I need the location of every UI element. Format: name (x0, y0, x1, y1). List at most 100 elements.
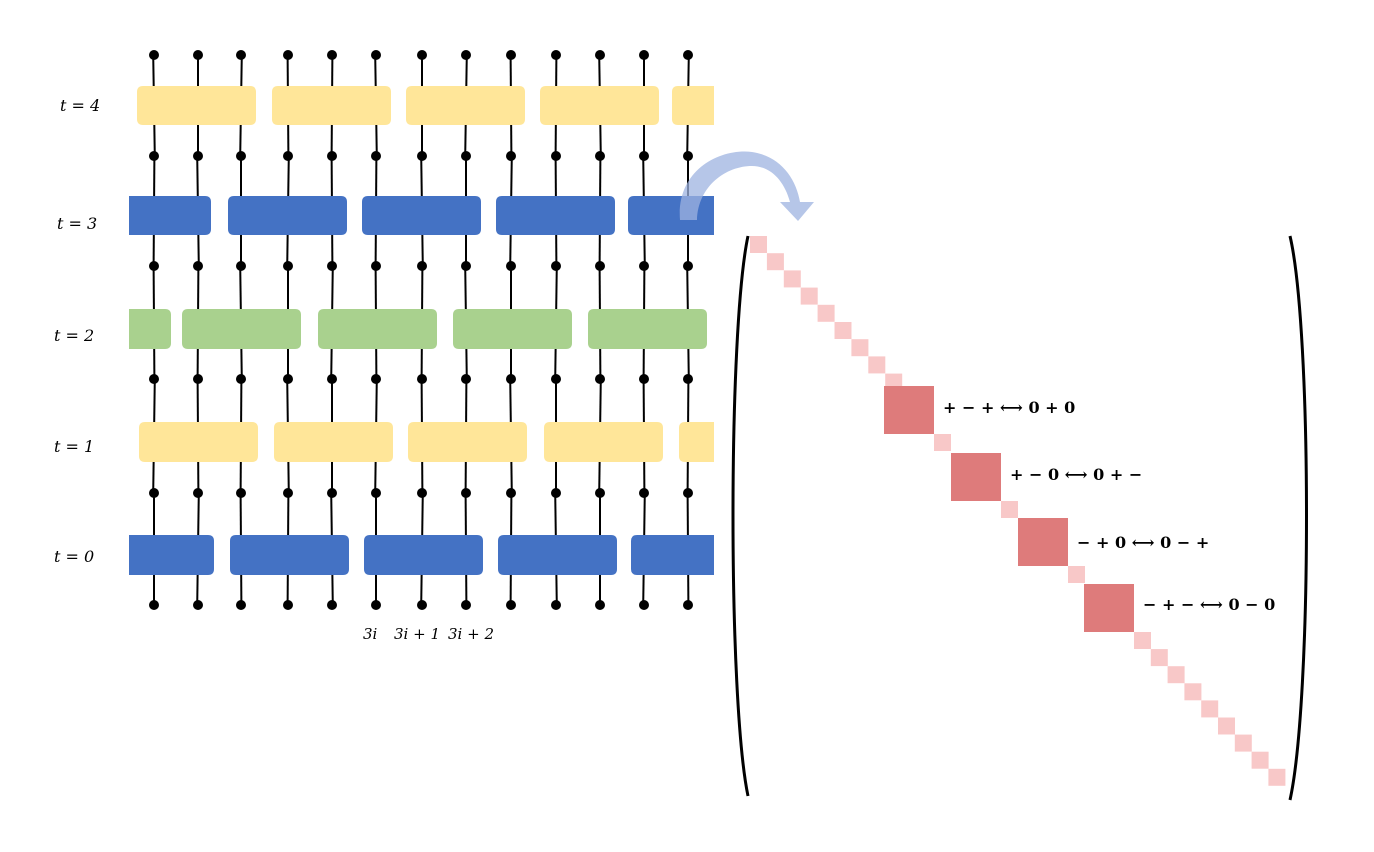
gate-block (274, 422, 393, 462)
node-dot (595, 261, 605, 271)
node-dot (595, 488, 605, 498)
gate-block (318, 309, 437, 349)
node-dot (149, 261, 159, 271)
big-block (1018, 518, 1068, 566)
zoom-arrow (679, 151, 814, 221)
block-label-4: − + − ⟷ 0 − 0 (1143, 595, 1275, 614)
node-dot (149, 488, 159, 498)
gate-block (182, 309, 301, 349)
node-dot (595, 50, 605, 60)
node-dot (236, 488, 246, 498)
node-dot (236, 600, 246, 610)
time-label-3: t = 3 (57, 214, 97, 233)
node-dot (551, 488, 561, 498)
node-dot (371, 261, 381, 271)
node-dot (371, 600, 381, 610)
node-dot (595, 374, 605, 384)
small-block (868, 356, 886, 374)
node-dot (461, 600, 471, 610)
gate-block (129, 535, 214, 575)
gate-block (406, 86, 525, 125)
small-block (1251, 751, 1269, 769)
node-dot (683, 151, 693, 161)
node-dot (149, 50, 159, 60)
gate-block (272, 86, 391, 125)
node-dot (551, 261, 561, 271)
node-dot (149, 600, 159, 610)
gate-block (364, 535, 483, 575)
node-dot (327, 488, 337, 498)
node-dot (417, 151, 427, 161)
node-dot (371, 50, 381, 60)
small-block (750, 236, 767, 253)
time-label-1: t = 1 (54, 437, 94, 456)
small-block (817, 304, 835, 322)
small-block (834, 322, 852, 339)
node-dot (193, 261, 203, 271)
node-dot (417, 50, 427, 60)
node-dot (327, 151, 337, 161)
small-block (1150, 649, 1168, 667)
node-dot (193, 600, 203, 610)
big-block (1084, 584, 1134, 632)
node-dot (236, 50, 246, 60)
big-block (884, 386, 934, 434)
diagonal-blocks (750, 236, 1286, 786)
time-labels: t = 4 t = 3 t = 2 t = 1 t = 0 (54, 96, 100, 566)
brickwork-circuit (129, 50, 714, 610)
node-dot (283, 488, 293, 498)
node-dot (683, 261, 693, 271)
node-dot (417, 488, 427, 498)
node-dot (551, 374, 561, 384)
small-block (1167, 666, 1185, 684)
node-dot (236, 151, 246, 161)
node-dot (283, 374, 293, 384)
block-label-2: + − 0 ⟷ 0 + − (1010, 465, 1142, 484)
small-block (1201, 700, 1219, 718)
gate-block (453, 309, 572, 349)
gate-block (228, 196, 347, 235)
time-label-4: t = 4 (60, 96, 100, 115)
node-dot (683, 50, 693, 60)
gate-block (628, 196, 714, 235)
gate-block (362, 196, 481, 235)
gate-block (496, 196, 615, 235)
node-dot (327, 50, 337, 60)
left-bracket (731, 235, 750, 797)
circuit-nodes (149, 50, 693, 610)
gate-block (631, 535, 714, 575)
node-dot (639, 261, 649, 271)
site-labels: 3i 3i + 1 3i + 2 (363, 625, 494, 643)
small-block (800, 287, 818, 305)
node-dot (506, 261, 516, 271)
node-dot (551, 50, 561, 60)
small-block (1134, 632, 1151, 649)
node-dot (506, 374, 516, 384)
gate-block (672, 86, 714, 125)
small-block (1001, 501, 1018, 518)
node-dot (683, 488, 693, 498)
node-dot (461, 50, 471, 60)
node-dot (551, 151, 561, 161)
node-dot (371, 374, 381, 384)
node-dot (283, 600, 293, 610)
node-dot (327, 261, 337, 271)
gate-block (129, 309, 171, 349)
node-dot (371, 151, 381, 161)
gate-block (129, 196, 211, 235)
circuit-gates (129, 86, 714, 575)
node-dot (506, 50, 516, 60)
node-dot (193, 50, 203, 60)
block-label-3: − + 0 ⟷ 0 − + (1077, 533, 1209, 552)
node-dot (639, 50, 649, 60)
node-dot (283, 151, 293, 161)
node-dot (506, 600, 516, 610)
node-dot (595, 151, 605, 161)
node-dot (461, 151, 471, 161)
node-dot (417, 261, 427, 271)
node-dot (683, 600, 693, 610)
site-label-3i-plus-1: 3i + 1 (394, 625, 440, 643)
gate-block (137, 86, 256, 125)
block-labels: + − + ⟷ 0 + 0 + − 0 ⟷ 0 + − − + 0 ⟷ 0 − … (943, 398, 1275, 614)
node-dot (639, 488, 649, 498)
